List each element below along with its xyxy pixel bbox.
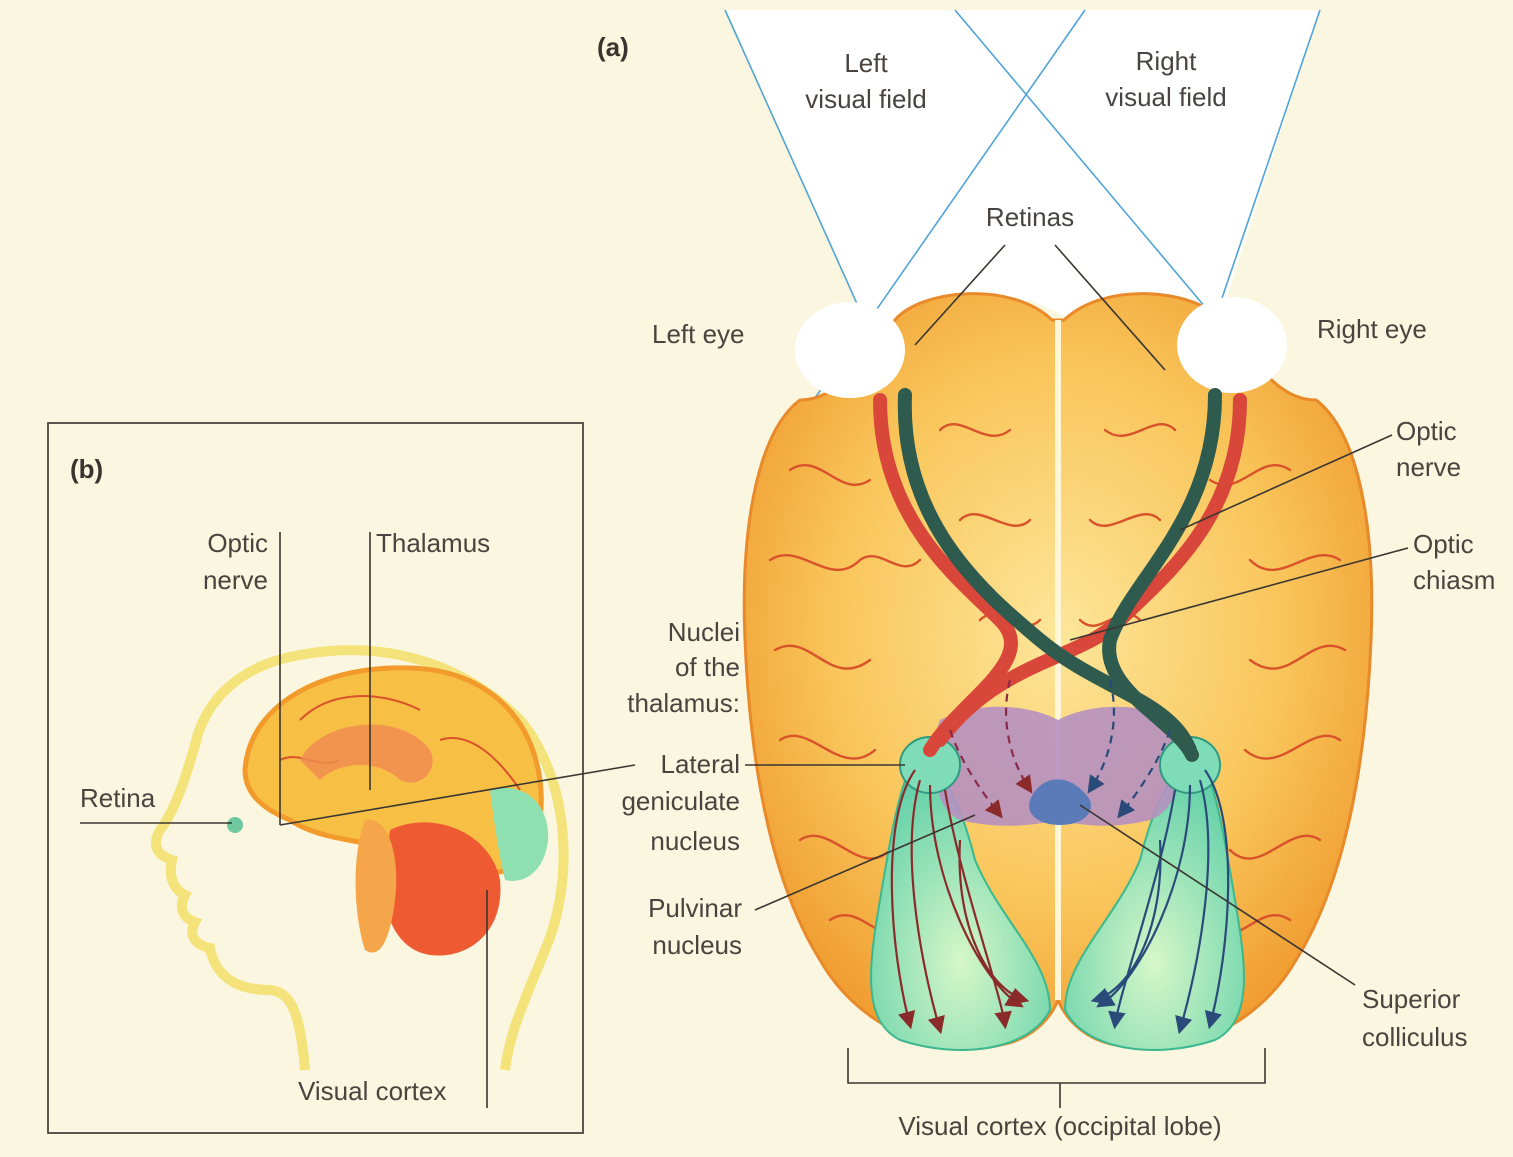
b-optic-nerve-label-1: Optic <box>207 528 268 558</box>
panel-b: (b) Optic nerve Thalamus Retina Visual c… <box>48 423 635 1133</box>
right-eye <box>1177 297 1287 393</box>
b-retina-label: Retina <box>80 783 156 813</box>
b-thalamus-label: Thalamus <box>376 528 490 558</box>
left-eye <box>795 302 905 398</box>
panel-a: (a) Left visual field Right visual field… <box>597 10 1495 1141</box>
lgn-label-3: nucleus <box>650 826 740 856</box>
nuclei-label-2: of the <box>675 652 740 682</box>
right-eye-label: Right eye <box>1317 314 1427 344</box>
left-visual-field-label-2: visual field <box>805 84 926 114</box>
panel-a-tag: (a) <box>597 32 629 62</box>
lgn-label-1: Lateral <box>661 749 741 779</box>
pulvinar-label-2: nucleus <box>652 930 742 960</box>
left-visual-field-label-1: Left <box>844 48 888 78</box>
optic-nerve-label-1: Optic <box>1396 416 1457 446</box>
visual-cortex-occipital-label: Visual cortex (occipital lobe) <box>898 1111 1221 1141</box>
lgn-label-2: geniculate <box>621 786 740 816</box>
pulvinar-label-1: Pulvinar <box>648 893 742 923</box>
right-visual-field-label-1: Right <box>1136 46 1197 76</box>
b-optic-nerve-label-2: nerve <box>203 565 268 595</box>
retinas-label: Retinas <box>986 202 1074 232</box>
nuclei-label-1: Nuclei <box>668 617 740 647</box>
superior-colliculus-label-1: Superior <box>1362 984 1461 1014</box>
panel-b-tag: (b) <box>70 454 103 484</box>
right-visual-field-label-2: visual field <box>1105 82 1226 112</box>
optic-chiasm-label-2: chiasm <box>1413 565 1495 595</box>
optic-chiasm-label-1: Optic <box>1413 529 1474 559</box>
b-visual-cortex-label: Visual cortex <box>298 1076 446 1106</box>
superior-colliculus-label-2: colliculus <box>1362 1022 1468 1052</box>
nuclei-label-3: thalamus: <box>627 688 740 718</box>
optic-nerve-label-2: nerve <box>1396 452 1461 482</box>
side-retina <box>227 817 243 833</box>
left-eye-label: Left eye <box>652 319 745 349</box>
visual-cortex-bracket <box>848 1048 1265 1083</box>
